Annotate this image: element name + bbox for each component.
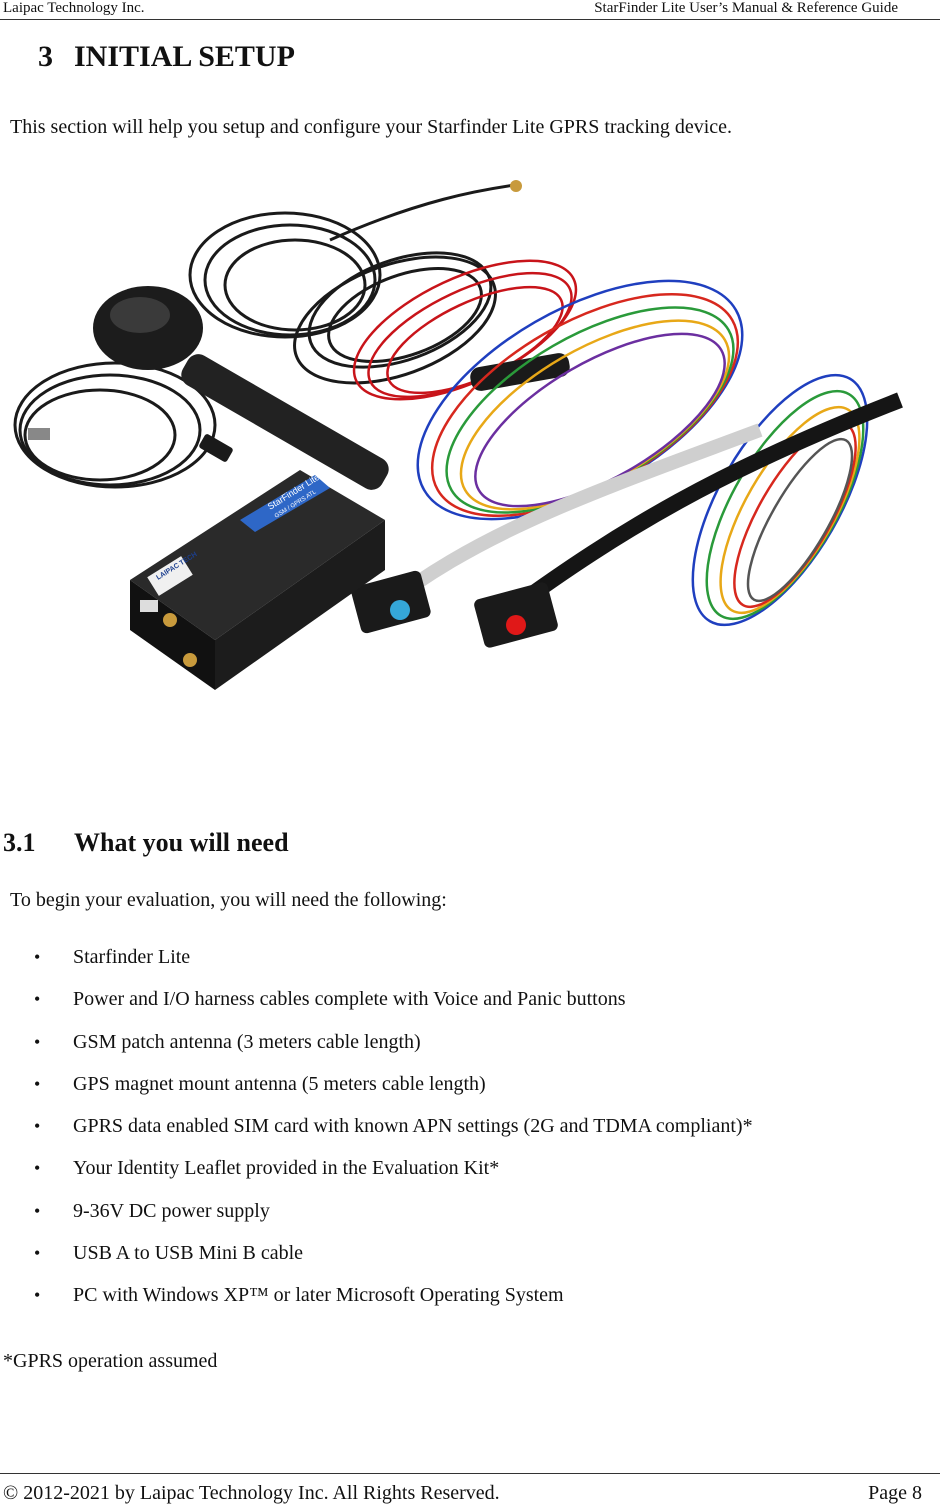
bullet-icon: • [34,1243,41,1264]
bullet-icon: • [34,947,41,967]
chapter-intro: This section will help you setup and con… [10,116,733,138]
requirements-list: • Starfinder Lite • Power and I/O harness … [0,940,940,1321]
section-lead: To begin your evaluation, you will need … [10,889,447,911]
list-item: • USB A to USB Mini B cable [0,1236,940,1278]
fuse-holder [470,353,570,391]
bullet-icon: • [34,1285,41,1306]
header-document-title: StarFinder Lite User’s Manual & Referenc… [594,0,898,16]
panic-button-ribbon [505,392,903,617]
usb-mini-plug [199,434,233,462]
list-item-text: USB A to USB Mini B cable [73,1242,304,1265]
list-item: • GSM patch antenna (3 meters cable lengt… [0,1025,940,1067]
list-item: • PC with Windows XP™ or later Microsoft … [0,1278,940,1320]
copyright-notice: © 2012-2021 by Laipac Technology Inc. Al… [3,1482,500,1504]
list-item-text: 9-36V DC power supply [73,1199,270,1222]
voice-button [351,570,431,634]
panic-button [474,582,558,648]
list-item: • Your Identity Leaflet provided in the E… [0,1151,940,1193]
chapter-number: 3 [38,40,53,73]
list-item-text: Your Identity Leaflet provided in the Ev… [73,1157,500,1180]
page-header: Laipac Technology Inc. StarFinder Lite U… [0,0,940,20]
section-title-text: What you will need [74,828,289,857]
list-item: • GPS magnet mount antenna (5 meters cabl… [0,1067,940,1109]
list-item-text: GPRS data enabled SIM card with known AP… [73,1115,753,1138]
header-company: Laipac Technology Inc. [3,0,145,16]
bullet-icon: • [34,1200,41,1221]
sma-connector [510,180,522,192]
page-footer: © 2012-2021 by Laipac Technology Inc. Al… [0,1473,940,1507]
list-item: • Starfinder Lite [0,940,940,982]
starfinder-lite-device: StarFinder Lite GSM / GPRS ATL LAIPAC TE… [130,470,385,690]
list-item: • GPRS data enabled SIM card with known A… [0,1109,940,1151]
list-item-text: PC with Windows XP™ or later Microsoft O… [73,1284,564,1307]
section-title: 3.1 What you will need [3,828,289,858]
antenna-cable-coils [13,183,516,489]
io-harness-wires [416,279,869,627]
list-item-text: GPS magnet mount antenna (5 meters cable… [73,1072,486,1095]
bullet-icon: • [34,989,41,1010]
list-item-text: Starfinder Lite [73,946,191,968]
chapter-title-text: INITIAL SETUP [74,40,295,73]
gsm-patch-antenna [181,354,389,490]
bullet-icon: • [34,1158,41,1179]
section-number: 3.1 [3,828,36,857]
bullet-icon: • [34,1031,41,1052]
list-item: • 9-36V DC power supply [0,1194,940,1236]
footnote: *GPRS operation assumed [3,1350,218,1372]
list-item-text: Power and I/O harness cables complete wi… [73,988,626,1011]
bullet-icon: • [34,1116,41,1137]
list-item: • Power and I/O harness cables complete w… [0,982,940,1024]
voice-button-ribbon [375,423,763,616]
list-item-text: GSM patch antenna (3 meters cable length… [73,1030,421,1053]
chapter-title: 3 INITIAL SETUP [38,40,295,74]
page-number: Page 8 [868,1482,922,1504]
product-kit-photo: StarFinder Lite GSM / GPRS ATL LAIPAC TE… [13,180,903,690]
bullet-icon: • [34,1073,41,1094]
